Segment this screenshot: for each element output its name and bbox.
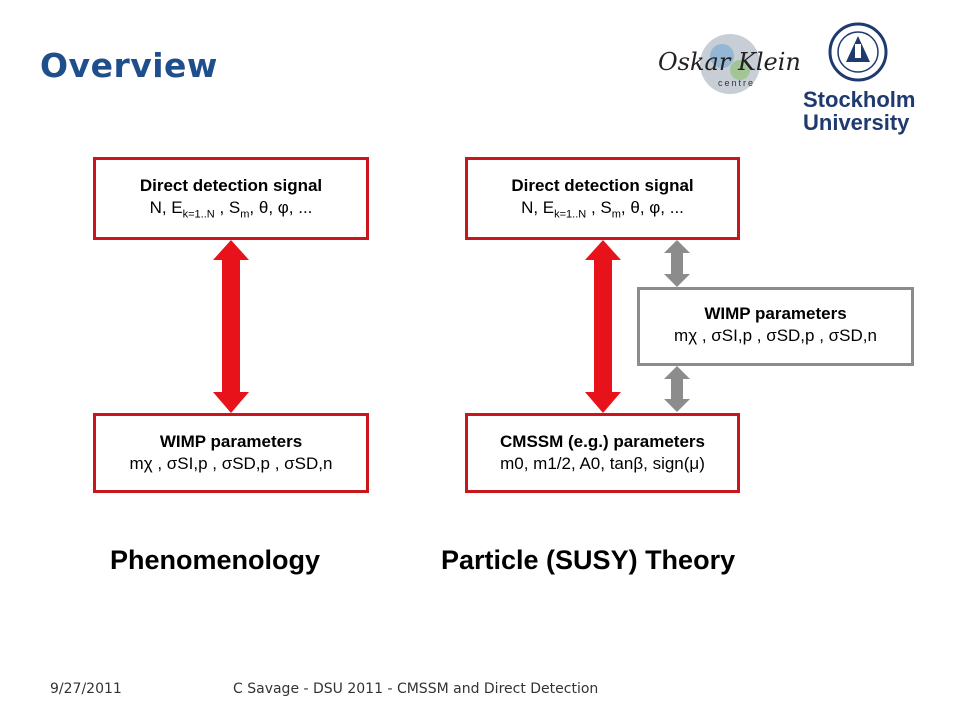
page-title: Overview bbox=[40, 46, 218, 85]
detail-pre: N, E bbox=[521, 198, 555, 217]
left-direct-detection-box: Direct detection signal N, Ek=1..N , Sm,… bbox=[93, 157, 369, 240]
stockholm-university-seal bbox=[828, 22, 888, 82]
su-line-1: Stockholm bbox=[803, 87, 916, 112]
box-heading: Direct detection signal bbox=[139, 176, 323, 195]
phenomenology-caption: Phenomenology bbox=[110, 545, 321, 575]
grey-double-arrow-top bbox=[664, 240, 690, 287]
detail-post: , S bbox=[214, 198, 241, 217]
detail-sub: k=1..N bbox=[554, 208, 587, 221]
footer-text: C Savage - DSU 2011 - CMSSM and Direct D… bbox=[233, 681, 599, 697]
detail-tail: , θ, φ, ... bbox=[620, 198, 684, 217]
box-heading: WIMP parameters bbox=[159, 432, 303, 451]
box-detail: N, Ek=1..N , Sm, θ, φ, ... bbox=[468, 198, 737, 220]
stockholm-university-wordmark: Stockholm University bbox=[803, 88, 923, 134]
detail-pre: N, E bbox=[149, 198, 183, 217]
box-heading: WIMP parameters bbox=[704, 304, 847, 323]
grey-double-arrow-bottom bbox=[664, 366, 690, 412]
box-detail: mχ , σSI,p , σSD,p , σSD,n bbox=[129, 454, 333, 473]
box-heading: CMSSM (e.g.) parameters bbox=[500, 432, 705, 451]
detail-sm-sub: m bbox=[240, 208, 250, 221]
right-cmssm-parameters-box: CMSSM (e.g.) parameters m0, m1/2, A0, ta… bbox=[465, 413, 740, 493]
oskar-klein-wordmark: Oskar Klein bbox=[658, 48, 801, 76]
left-double-arrow bbox=[213, 240, 249, 413]
footer-date: 9/27/2011 bbox=[50, 681, 122, 697]
right-double-arrow bbox=[585, 240, 621, 413]
box-detail: N, Ek=1..N , Sm, θ, φ, ... bbox=[96, 198, 366, 220]
detail-sm-sub: m bbox=[611, 208, 621, 221]
box-heading: Direct detection signal bbox=[511, 176, 694, 195]
right-wimp-parameters-box: WIMP parameters mχ , σSI,p , σSD,p , σSD… bbox=[637, 287, 914, 366]
box-detail: mχ , σSI,p , σSD,p , σSD,n bbox=[674, 326, 877, 345]
detail-sub: k=1..N bbox=[182, 208, 215, 221]
left-wimp-parameters-box: WIMP parameters mχ , σSI,p , σSD,p , σSD… bbox=[93, 413, 369, 493]
su-line-2: University bbox=[803, 110, 910, 135]
theory-caption: Particle (SUSY) Theory bbox=[441, 545, 736, 575]
oskar-klein-logo: Oskar Klein centre bbox=[658, 34, 801, 94]
box-detail: m0, m1/2, A0, tanβ, sign(μ) bbox=[500, 454, 705, 473]
svg-text:centre: centre bbox=[718, 78, 755, 88]
right-direct-detection-box: Direct detection signal N, Ek=1..N , Sm,… bbox=[465, 157, 740, 240]
detail-post: , S bbox=[586, 198, 612, 217]
detail-tail: , θ, φ, ... bbox=[249, 198, 313, 217]
